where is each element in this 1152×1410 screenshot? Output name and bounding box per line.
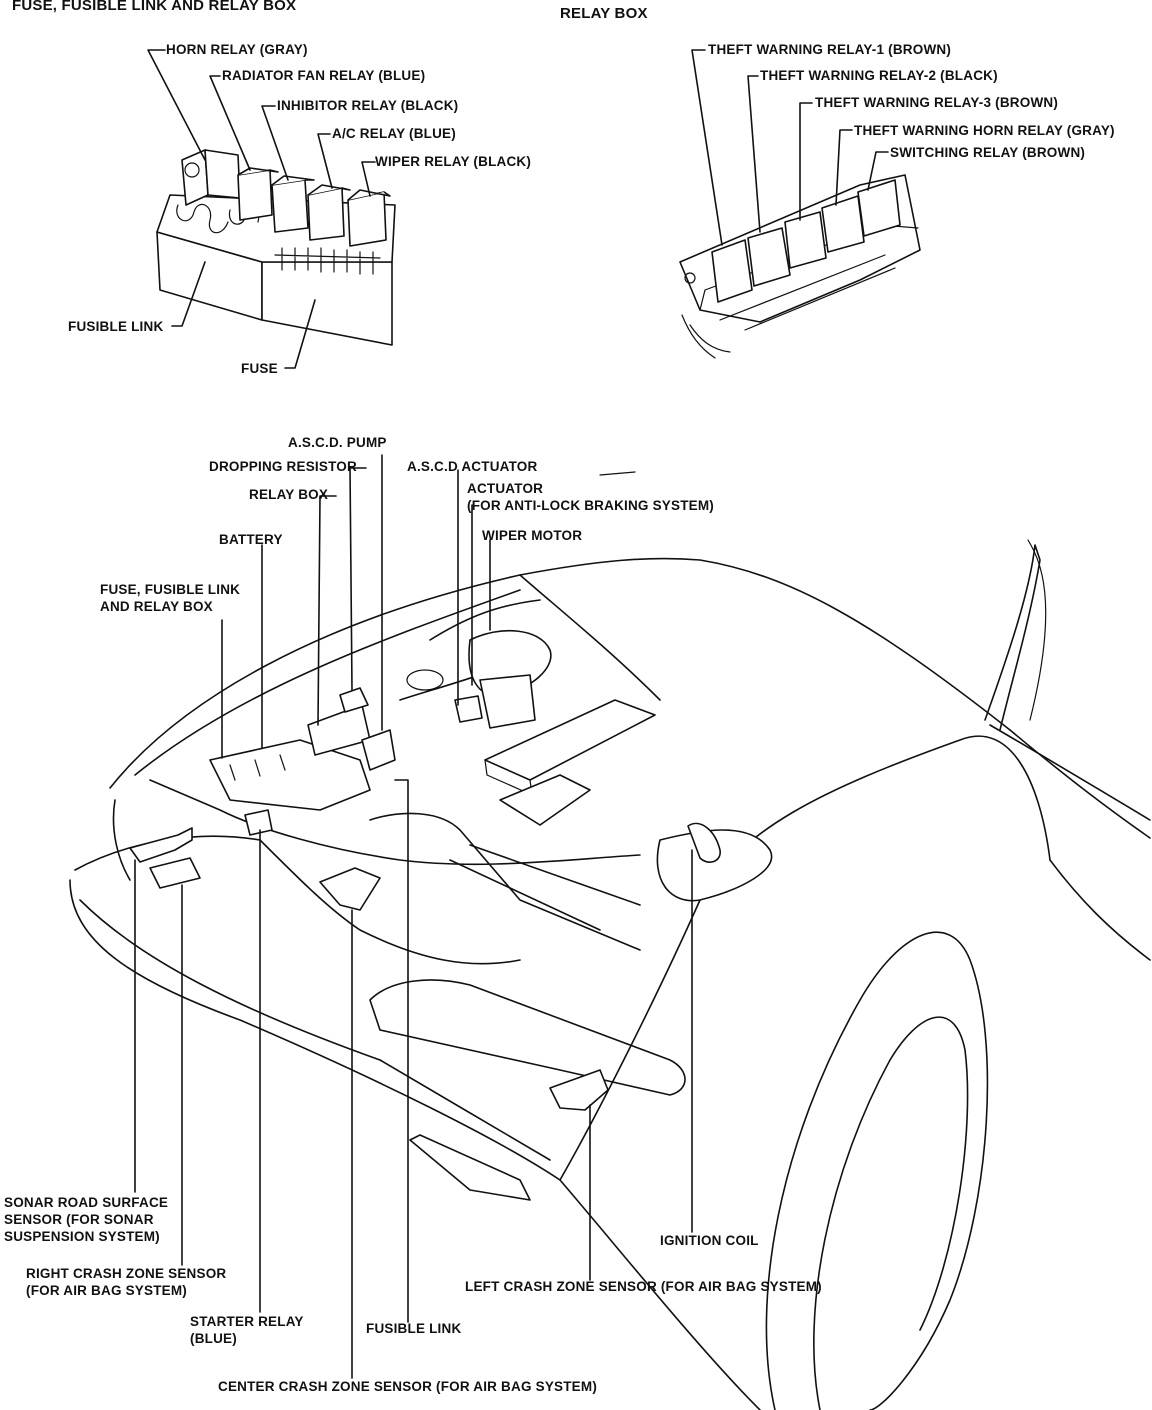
label-dropping-resistor: DROPPING RESISTOR — [209, 459, 357, 474]
ac-relay-shape — [307, 184, 351, 241]
fuse-box-title: FUSE, FUSIBLE LINK AND RELAY BOX — [12, 0, 297, 14]
relay-box-title: RELAY BOX — [560, 5, 648, 22]
label-radiator-fan-relay: RADIATOR FAN RELAY (BLUE) — [222, 68, 426, 83]
fuse-box-drawing — [156, 149, 396, 346]
label-right-crash-sensor: RIGHT CRASH ZONE SENSOR (FOR AIR BAG SYS… — [26, 1266, 227, 1298]
label-ignition-coil: IGNITION COIL — [660, 1233, 759, 1248]
label-fusible-link-bottom: FUSIBLE LINK — [366, 1321, 462, 1336]
label-inhibitor-relay: INHIBITOR RELAY (BLACK) — [277, 98, 459, 113]
label-ac-relay: A/C RELAY (BLUE) — [332, 126, 456, 141]
label-wiper-relay: WIPER RELAY (BLACK) — [375, 154, 532, 169]
label-horn-relay: HORN RELAY (GRAY) — [166, 42, 308, 57]
label-relay-box-engine: RELAY BOX — [249, 487, 329, 502]
label-center-crash-sensor: CENTER CRASH ZONE SENSOR (FOR AIR BAG SY… — [218, 1379, 598, 1394]
label-wiper-motor: WIPER MOTOR — [482, 528, 583, 543]
label-battery: BATTERY — [219, 532, 283, 547]
label-ascd-actuator: A.S.C.D ACTUATOR — [407, 459, 538, 474]
label-fuse: FUSE — [241, 361, 278, 376]
label-switching-relay: SWITCHING RELAY (BROWN) — [890, 145, 1086, 160]
label-theft-relay-2: THEFT WARNING RELAY-2 (BLACK) — [760, 68, 998, 83]
relay-box-drawing — [679, 174, 921, 359]
engine-bay — [149, 599, 773, 965]
label-theft-relay-3: THEFT WARNING RELAY-3 (BROWN) — [815, 95, 1059, 110]
wiper-relay-shape — [347, 189, 391, 247]
label-theft-horn-relay: THEFT WARNING HORN RELAY (GRAY) — [854, 123, 1115, 138]
label-fusible-link-top: FUSIBLE LINK — [68, 319, 164, 334]
front-wheel — [765, 931, 989, 1410]
car-drawing — [69, 471, 1151, 1410]
label-theft-relay-1: THEFT WARNING RELAY-1 (BROWN) — [708, 42, 952, 57]
label-fuse-fusible-relay-box: FUSE, FUSIBLE LINK AND RELAY BOX — [100, 582, 241, 614]
label-left-crash-sensor: LEFT CRASH ZONE SENSOR (FOR AIR BAG SYST… — [465, 1279, 822, 1294]
label-starter-relay: STARTER RELAY (BLUE) — [190, 1314, 304, 1346]
label-abs-actuator: ACTUATOR (FOR ANTI-LOCK BRAKING SYSTEM) — [467, 481, 714, 513]
inhibitor-relay-shape — [271, 175, 315, 233]
radiator-fan-relay-shape — [237, 167, 279, 221]
label-sonar-sensor: SONAR ROAD SURFACE SENSOR (FOR SONAR SUS… — [4, 1195, 169, 1244]
label-ascd-pump: A.S.C.D. PUMP — [288, 435, 387, 450]
horn-relay-shape — [181, 149, 241, 206]
